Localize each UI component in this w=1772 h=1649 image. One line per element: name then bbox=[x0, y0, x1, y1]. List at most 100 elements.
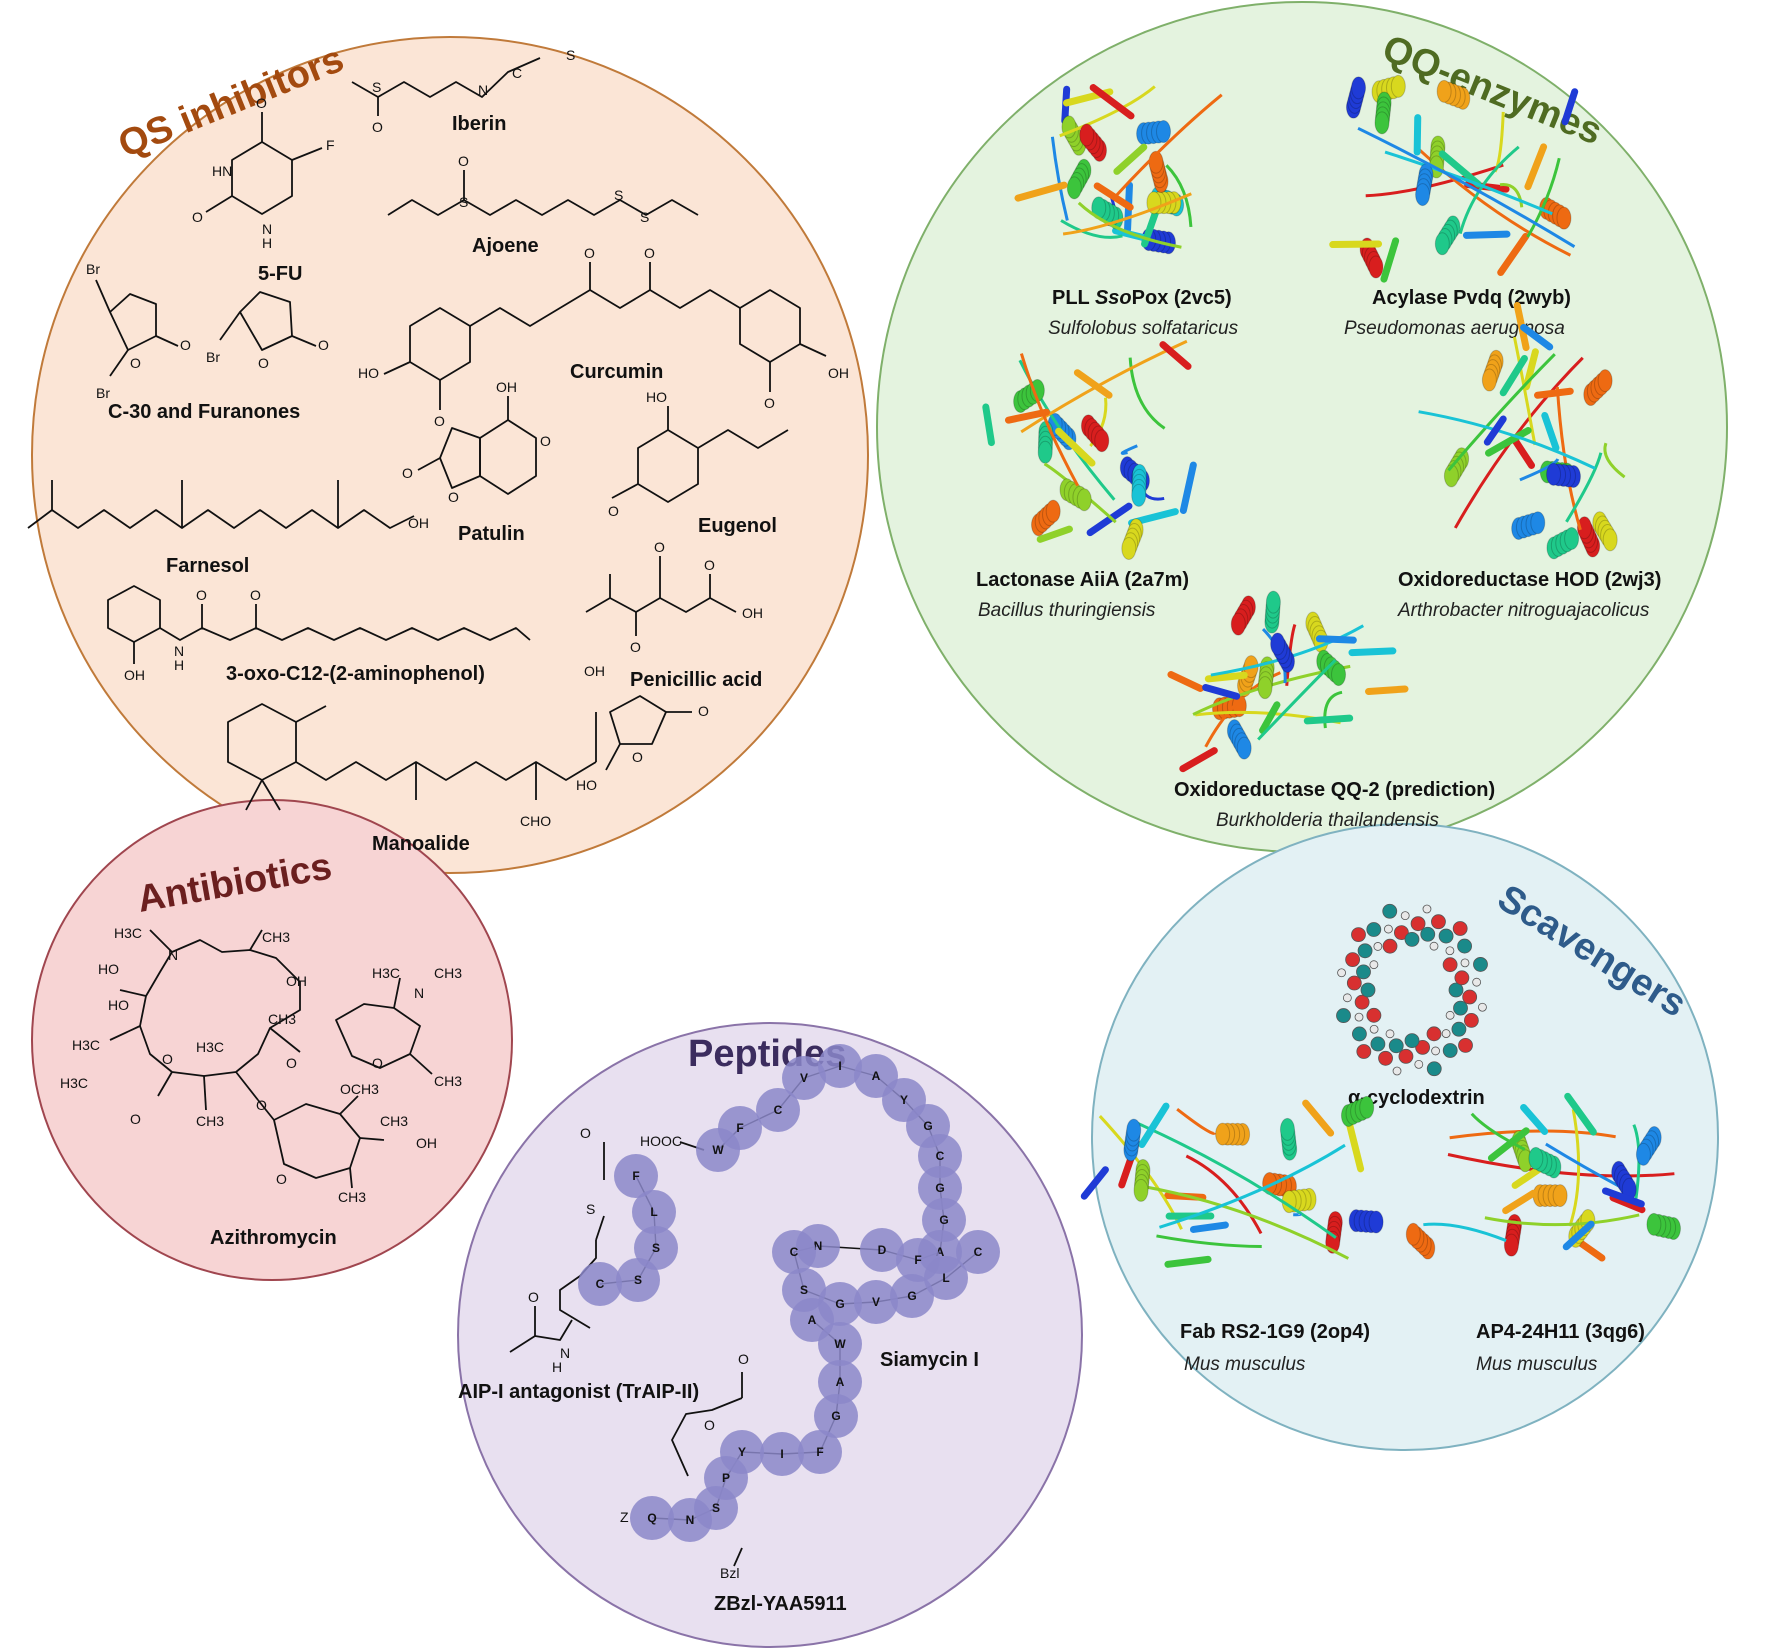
protein-helix-segment bbox=[1126, 1118, 1142, 1142]
eugenol-structure: HO O bbox=[608, 389, 789, 519]
protein-strand-segment bbox=[1113, 143, 1148, 175]
fu-hn: HN bbox=[212, 163, 232, 179]
protein-helix-segment bbox=[1131, 483, 1147, 507]
protein-helix-segment bbox=[1279, 1117, 1295, 1141]
cyclodextrin-atom bbox=[1478, 1002, 1487, 1012]
siamycin-residue-letter: A bbox=[872, 1069, 881, 1083]
azi-n: N bbox=[168, 947, 178, 963]
zbzl-z: Z bbox=[620, 1509, 629, 1525]
protein-strand-segment bbox=[1413, 114, 1422, 156]
protein-helix-segment bbox=[1405, 1222, 1421, 1246]
protein-loop-segment bbox=[1135, 1183, 1350, 1260]
siamycin-residue-bead bbox=[756, 1088, 800, 1132]
qs-inhibitors-circle bbox=[31, 36, 869, 874]
protein-helix-segment bbox=[1331, 663, 1347, 687]
protein-strand-segment bbox=[1179, 747, 1218, 773]
furanone-ring-o: O bbox=[258, 355, 269, 371]
fu-nitrogen: N bbox=[262, 221, 272, 237]
protein-loop-segment bbox=[1484, 1213, 1640, 1227]
protein-loop-segment bbox=[1050, 136, 1069, 221]
protein-helix-segment bbox=[1635, 1142, 1651, 1166]
c30-ring-o: O bbox=[130, 355, 141, 371]
eugenol-oh: HO bbox=[646, 389, 667, 405]
fu-hydrogen: H bbox=[262, 235, 272, 251]
protein-loop-segment bbox=[1257, 658, 1337, 741]
azi-oh-2: OH bbox=[286, 973, 307, 989]
oxo-amide-h: H bbox=[174, 657, 184, 673]
zbzl-residue-bead bbox=[760, 1432, 804, 1476]
fu-oxygen-top: O bbox=[256, 95, 267, 111]
acylase-pvdq-protein-structure bbox=[1329, 74, 1579, 283]
protein-strand-segment bbox=[1138, 1102, 1170, 1149]
siamycin-residue-letter: F bbox=[736, 1121, 743, 1135]
cyclodextrin-atom bbox=[1346, 975, 1362, 991]
curcumin-ketone-o2: O bbox=[644, 245, 655, 261]
protein-strand-segment bbox=[1204, 671, 1248, 683]
protein-strand-segment bbox=[1093, 182, 1134, 211]
zbzl-label: ZBzl-YAA5911 bbox=[714, 1593, 847, 1615]
protein-helix-segment bbox=[1530, 511, 1546, 535]
azi-desosamine-methyl: H3C bbox=[372, 965, 400, 981]
ajoene-sulfoxide-s: S bbox=[459, 194, 468, 210]
cyclodextrin-atom bbox=[1410, 916, 1426, 932]
protein-strand-segment bbox=[1497, 232, 1530, 276]
cyclodextrin-atom bbox=[1460, 958, 1470, 968]
protein-loop-segment bbox=[1384, 150, 1553, 216]
cyclodextrin-atom bbox=[1370, 1036, 1386, 1052]
trAIP-residue-bead bbox=[616, 1258, 660, 1302]
protein-loop-segment bbox=[1526, 157, 1561, 238]
siamycin-residue-letter: V bbox=[800, 1071, 808, 1085]
penicillic-ketone-o: O bbox=[630, 639, 641, 655]
protein-helix-segment bbox=[1503, 1233, 1519, 1257]
farnesol-oh: OH bbox=[408, 515, 429, 531]
siamycin-residue-bead bbox=[956, 1230, 1000, 1274]
cyclodextrin-atom bbox=[1351, 927, 1366, 942]
cyclodextrin-atom bbox=[1354, 1012, 1364, 1022]
zbzl-residue-bead bbox=[790, 1298, 834, 1342]
protein-loop-segment bbox=[1458, 145, 1520, 235]
patulin-ring-o: O bbox=[540, 433, 551, 449]
ajoene-sulfoxide-o: O bbox=[458, 153, 469, 169]
ap4-protein-structure bbox=[1405, 1092, 1681, 1262]
trAIP-residue-letter: L bbox=[650, 1205, 657, 1219]
siamycin-residue-bead bbox=[922, 1198, 966, 1242]
fu-oxygen-left: O bbox=[192, 209, 203, 225]
trAIP-residue-bead bbox=[632, 1190, 676, 1234]
trAIP-residue-bead bbox=[614, 1154, 658, 1198]
fab-rs2-species: Mus musculus bbox=[1184, 1354, 1306, 1375]
protein-loop-segment bbox=[1565, 452, 1603, 523]
zbzl-residue-letter: I bbox=[780, 1447, 783, 1461]
cyclodextrin-atom bbox=[1373, 942, 1383, 951]
protein-loop-segment bbox=[1418, 410, 1596, 470]
protein-helix-segment bbox=[1121, 536, 1137, 560]
protein-helix-segment bbox=[1597, 369, 1613, 393]
cyclodextrin-atom bbox=[1457, 938, 1472, 954]
azi-ch3-bottom: CH3 bbox=[196, 1113, 224, 1129]
azi-desosamine-ch3: CH3 bbox=[434, 965, 462, 981]
protein-helix-segment bbox=[1390, 74, 1406, 98]
protein-loop-segment bbox=[1120, 444, 1138, 455]
protein-strand-segment bbox=[1502, 1189, 1537, 1215]
farnesol-label: Farnesol bbox=[166, 555, 249, 577]
siamycin-residue-letter: A bbox=[936, 1245, 945, 1259]
patulin-structure: OH O O O bbox=[402, 379, 551, 505]
protein-strand-segment bbox=[1159, 341, 1192, 370]
siamycin-residue-bead bbox=[854, 1280, 898, 1324]
protein-helix-segment bbox=[1133, 1178, 1149, 1202]
protein-helix-segment bbox=[1368, 255, 1384, 279]
cyclodextrin-atom bbox=[1462, 989, 1478, 1005]
protein-helix-segment bbox=[1646, 1212, 1662, 1236]
cyclodextrin-atom bbox=[1354, 994, 1370, 1010]
trAIP-residue-letter: S bbox=[634, 1273, 642, 1287]
ap4-species: Mus musculus bbox=[1476, 1354, 1598, 1375]
siamycin-residue-bead bbox=[890, 1274, 934, 1318]
azi-cladinose-ch3: CH3 bbox=[380, 1113, 408, 1129]
fluorouracil-label: 5-FU bbox=[258, 263, 302, 285]
acylase-pvdq-species: Pseudomonas aeruginosa bbox=[1344, 318, 1565, 339]
patulin-carbonyl-o: O bbox=[402, 465, 413, 481]
cyclodextrin-atom bbox=[1415, 1039, 1431, 1055]
siamycin-residue-bead bbox=[918, 1166, 962, 1210]
protein-strand-segment bbox=[1036, 525, 1073, 543]
curcumin-structure: O O HO O OH O bbox=[358, 245, 849, 429]
